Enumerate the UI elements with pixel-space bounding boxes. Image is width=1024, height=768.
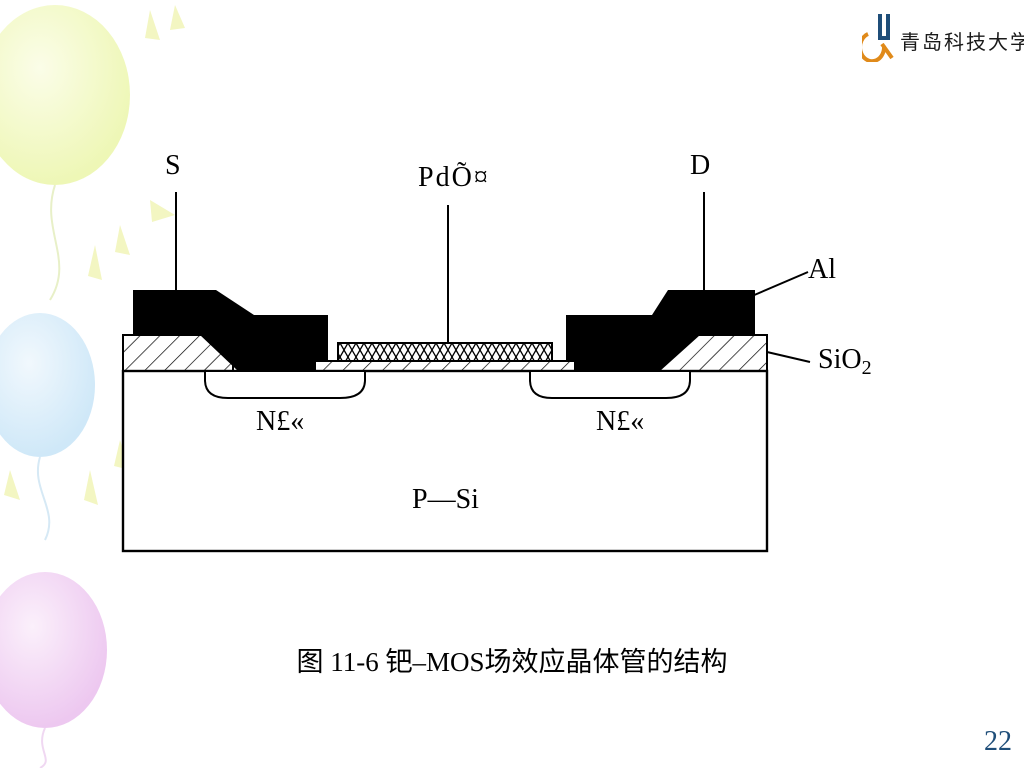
- p-si-substrate: [121, 369, 769, 553]
- university-logo: 青岛科技大学: [862, 10, 1024, 62]
- pink-balloon-icon: [0, 572, 107, 768]
- sparkle-decoration: [4, 5, 185, 505]
- pd-gate: [337, 342, 553, 362]
- sio2-label-subscript: 2: [861, 357, 872, 379]
- qust-logo-icon: [862, 14, 894, 62]
- n-plus-left-well: [204, 370, 366, 399]
- substrate-label: P—Si: [412, 484, 479, 515]
- blue-balloon-icon: [0, 313, 95, 541]
- gate-label: PdÕ¤: [418, 162, 490, 193]
- sio2-label: SiO2: [818, 344, 872, 379]
- page-number: 22: [984, 726, 1012, 757]
- yellow-balloon-icon: [0, 5, 130, 301]
- al-pointer: [751, 271, 809, 297]
- al-label: Al: [808, 254, 836, 285]
- al-drain-contact: [566, 290, 755, 371]
- n-plus-right-well: [529, 370, 691, 399]
- sio2-pointer: [766, 351, 811, 363]
- n-plus-left-label: N£«: [256, 406, 305, 437]
- figure-caption: 图 11-6 钯–MOS场效应晶体管的结构: [296, 647, 728, 677]
- sio2-gate-oxide: [314, 360, 576, 372]
- university-name: 青岛科技大学: [900, 30, 1024, 54]
- drain-label: D: [690, 150, 711, 181]
- n-plus-right-label: N£«: [596, 406, 645, 437]
- pd-mos-diagram: [121, 192, 811, 553]
- balloon-decoration: [0, 5, 185, 768]
- al-source-contact: [133, 290, 328, 371]
- source-label: S: [165, 150, 181, 181]
- sio2-label-base: SiO: [818, 344, 862, 375]
